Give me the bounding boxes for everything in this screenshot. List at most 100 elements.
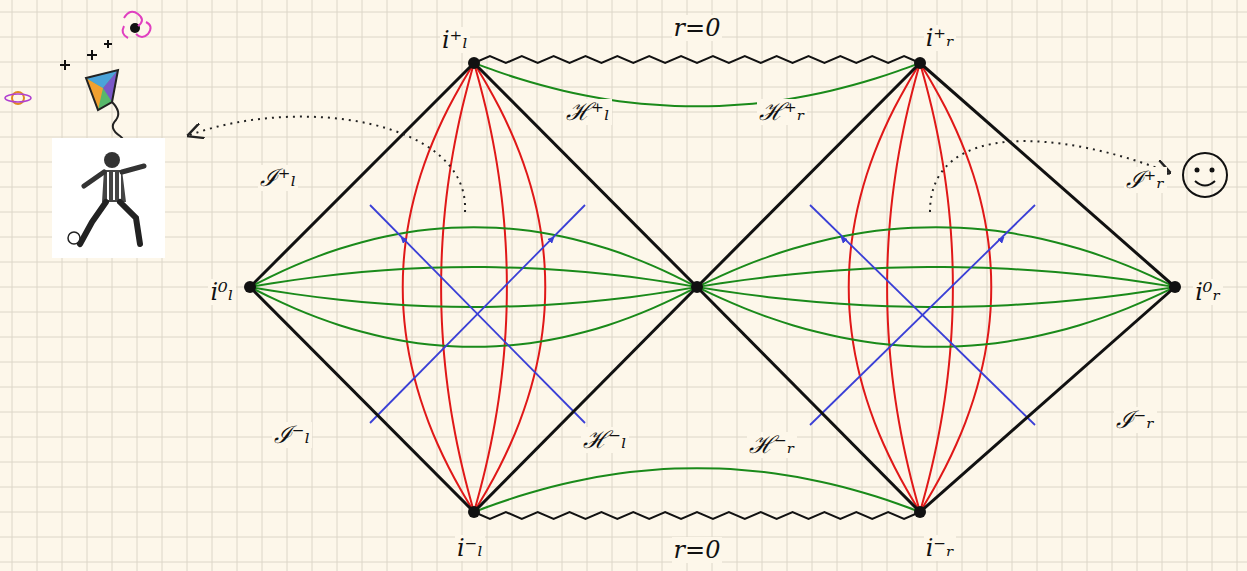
grid-line xyxy=(337,0,338,571)
grid-line xyxy=(0,262,1247,263)
grid-line xyxy=(787,0,788,571)
horizon-label: ℋ⁺ₗ xyxy=(564,99,612,125)
constant-r-curve xyxy=(474,63,545,512)
grid-line xyxy=(12,0,13,571)
null-infinity-label: ℐ⁺ᵣ xyxy=(1124,167,1167,193)
horizon-label: ℋ⁻ₗ xyxy=(581,427,629,453)
constant-t-curve xyxy=(474,468,920,512)
dotted-arrow xyxy=(190,117,465,212)
grid-line xyxy=(0,87,1247,88)
grid-line xyxy=(0,12,1247,13)
grid-line xyxy=(1137,0,1138,571)
constant-t-curve xyxy=(697,227,1175,287)
grid-line xyxy=(0,112,1247,113)
grid-line xyxy=(537,0,538,571)
grid-line xyxy=(0,312,1247,313)
infinity-point xyxy=(914,57,926,69)
grid-line xyxy=(0,162,1247,163)
grid-line xyxy=(862,0,863,571)
constant-t-curve xyxy=(697,287,1175,347)
grid-line xyxy=(0,137,1247,138)
grid-line xyxy=(1062,0,1063,571)
constant-r-curve xyxy=(920,63,953,512)
constant-r-curve xyxy=(474,63,507,512)
grid-line xyxy=(37,0,38,571)
null-infinity-label: ℐ⁻ᵣ xyxy=(1114,407,1157,433)
grid-line xyxy=(362,0,363,571)
constant-t-curve xyxy=(697,287,1175,307)
boundary-line xyxy=(250,287,474,512)
constant-t-curve xyxy=(697,267,1175,287)
grid-line xyxy=(312,0,313,571)
infinity-point xyxy=(691,281,703,293)
boundary-line xyxy=(474,63,697,287)
grid-line xyxy=(1112,0,1113,571)
footballer-picture xyxy=(52,138,165,258)
grid-line xyxy=(0,62,1247,63)
grid-line xyxy=(137,0,138,571)
grid-line xyxy=(162,0,163,571)
light-ray xyxy=(370,205,585,423)
boundary-line xyxy=(697,63,920,287)
light-ray xyxy=(810,205,1035,425)
null-infinity-label: ℐ⁺ₗ xyxy=(258,165,299,191)
boundary-line xyxy=(697,287,920,512)
grid-line xyxy=(637,0,638,571)
coordinate-curves xyxy=(250,63,1175,512)
grid-line xyxy=(662,0,663,571)
timelike-infinity-label: i⁺ₗ xyxy=(440,27,470,53)
grid-line xyxy=(0,487,1247,488)
ray-arrowhead xyxy=(540,239,552,251)
spatial-infinity-label: i⁰ₗ xyxy=(208,279,235,305)
null-infinity-label: ℐ⁻ₗ xyxy=(272,422,313,448)
star xyxy=(60,60,70,70)
star xyxy=(87,50,97,60)
ray-arrowhead xyxy=(843,239,855,251)
swirl xyxy=(123,12,151,38)
ray-arrowhead xyxy=(990,239,1002,251)
grid-line xyxy=(0,287,1247,288)
grid-line xyxy=(1187,0,1188,571)
infinity-point xyxy=(1169,281,1181,293)
grid-line xyxy=(737,0,738,571)
infinity-point xyxy=(914,506,926,518)
constant-r-curve xyxy=(887,63,920,512)
constant-t-curve xyxy=(250,287,697,307)
boundary-line xyxy=(474,287,697,512)
grid-line xyxy=(0,462,1247,463)
diagram-boundary xyxy=(244,56,1181,519)
grid-line xyxy=(0,412,1247,413)
grid-line xyxy=(1237,0,1238,571)
grid-line xyxy=(87,0,88,571)
grid-line xyxy=(287,0,288,571)
horizon-label: ℋ⁻ᵣ xyxy=(747,432,797,458)
boundary-line xyxy=(920,287,1175,512)
grid-line xyxy=(987,0,988,571)
grid-line xyxy=(412,0,413,571)
grid-line xyxy=(0,512,1247,513)
grid-line xyxy=(0,562,1247,563)
grid-line xyxy=(0,37,1247,38)
planet-ring xyxy=(5,94,31,102)
grid-line xyxy=(762,0,763,571)
timelike-infinity-label: i⁻ᵣ xyxy=(924,535,957,561)
grid-line xyxy=(0,537,1247,538)
grid-line xyxy=(612,0,613,571)
singularity xyxy=(474,512,920,519)
infinity-point xyxy=(468,506,480,518)
grid-line xyxy=(0,237,1247,238)
grid-line xyxy=(962,0,963,571)
light-ray xyxy=(810,205,1035,425)
constant-t-curve xyxy=(250,267,697,287)
boundary-line xyxy=(250,63,474,287)
singularity xyxy=(474,56,920,63)
singularity-label: r=0 xyxy=(672,537,723,563)
grid-line xyxy=(437,0,438,571)
grid-line xyxy=(237,0,238,571)
ray-arrowhead xyxy=(403,239,415,251)
timelike-infinity-label: i⁻ₗ xyxy=(455,535,485,561)
constant-t-curve xyxy=(250,227,697,287)
light-ray xyxy=(370,205,585,423)
